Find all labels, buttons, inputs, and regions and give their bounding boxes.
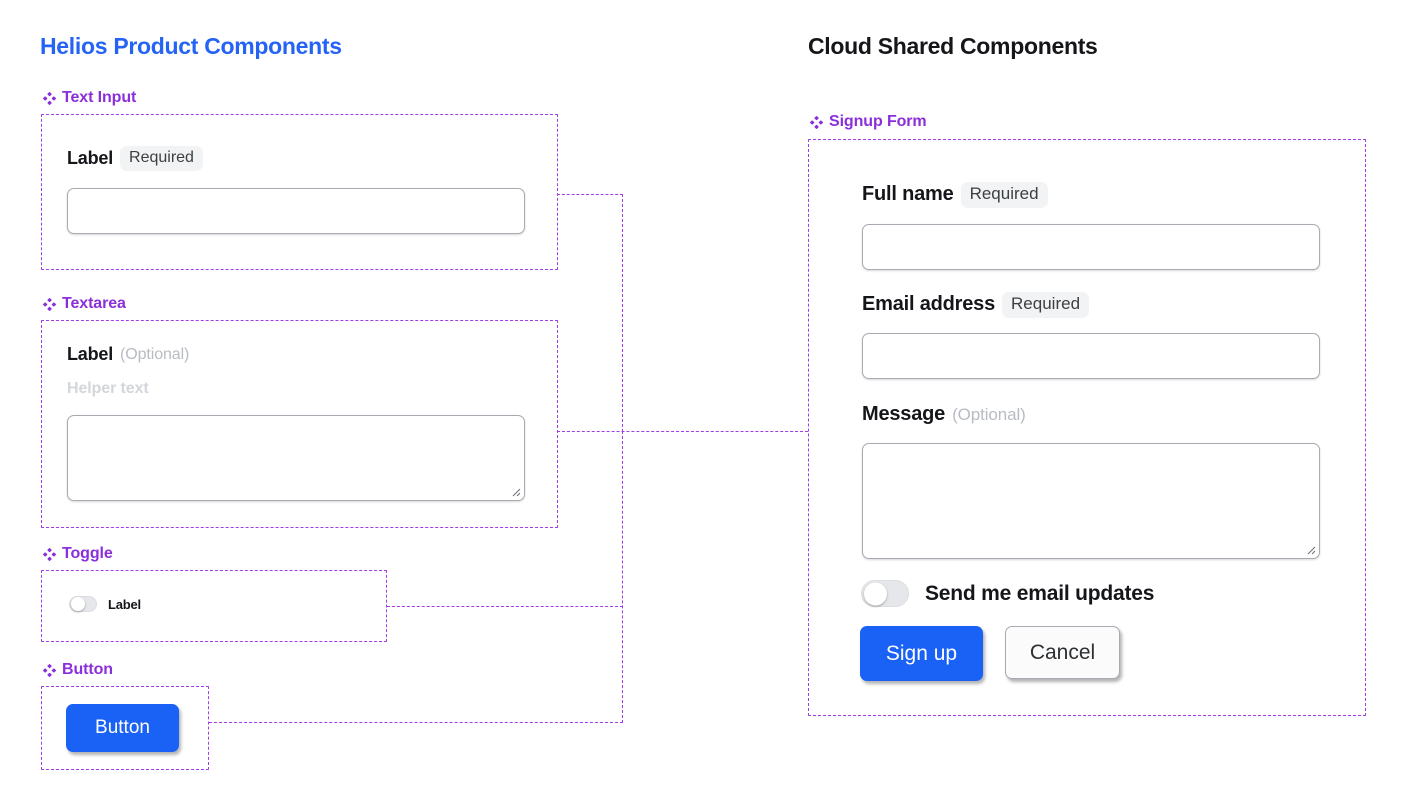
frame-label-text-input[interactable]: Text Input (43, 89, 136, 107)
frame-label-text: Text Input (62, 89, 137, 106)
message-optional-badge: (Optional) (952, 404, 1026, 424)
resize-grip-icon[interactable] (1304, 543, 1316, 555)
frame-label-text: Toggle (62, 545, 113, 562)
component-diamond-icon (43, 547, 56, 561)
connector-trunk-lower-vertical (622, 431, 623, 723)
toggle-label: Label (108, 596, 141, 612)
demo-button[interactable]: Button (66, 704, 179, 752)
full-name-label-row: Full name Required (862, 182, 1048, 208)
component-diamond-icon (43, 663, 56, 677)
frame-label-toggle[interactable]: Toggle (43, 545, 113, 563)
connector-trunk-upper-vertical (622, 194, 623, 432)
frame-label-signup-form[interactable]: Signup Form (810, 113, 927, 131)
page-title-left: Helios Product Components (40, 33, 342, 59)
text-input-required-badge: Required (120, 146, 203, 171)
email-label: Email address (862, 293, 996, 316)
message-textarea[interactable] (862, 443, 1320, 559)
message-label: Message (862, 403, 946, 425)
component-diamond-icon (43, 91, 56, 105)
frame-toggle (41, 570, 387, 642)
frame-textarea (41, 320, 558, 528)
text-input-label-row: Label Required (67, 146, 203, 171)
email-required-badge: Required (1002, 292, 1090, 318)
email-updates-label: Send me email updates (925, 581, 1155, 605)
connector-toggle-horizontal (387, 606, 623, 607)
textarea-optional-badge: (Optional) (120, 345, 190, 363)
sign-up-button[interactable]: Sign up (860, 626, 983, 681)
toggle-knob (864, 582, 887, 605)
page-title-right: Cloud Shared Components (808, 33, 1098, 59)
toggle-switch[interactable] (69, 596, 97, 612)
full-name-label: Full name (862, 183, 954, 206)
email-label-row: Email address Required (862, 292, 1090, 318)
frame-text-input (41, 114, 558, 270)
resize-grip-icon[interactable] (509, 485, 521, 497)
frame-label-text: Signup Form (829, 113, 927, 130)
text-input-label: Label (67, 147, 114, 168)
connector-text-input-horizontal (557, 194, 623, 195)
email-updates-toggle[interactable] (861, 580, 909, 607)
textarea-label: Label (67, 344, 114, 364)
email-input[interactable] (862, 333, 1320, 379)
toggle-knob (71, 597, 85, 611)
frame-signup-form (808, 139, 1366, 716)
toggle-row[interactable]: Label (69, 596, 141, 612)
component-diamond-icon (43, 297, 56, 311)
full-name-input[interactable] (862, 224, 1320, 270)
full-name-required-badge: Required (960, 182, 1048, 208)
cancel-button[interactable]: Cancel (1005, 626, 1120, 679)
textarea-helper-text: Helper text (67, 380, 149, 397)
frame-label-text: Textarea (62, 295, 126, 312)
frame-label-textarea[interactable]: Textarea (43, 295, 126, 313)
component-diamond-icon (810, 115, 823, 129)
textarea-label-row: Label (Optional) (67, 344, 189, 365)
connector-button-horizontal (209, 722, 623, 723)
frame-label-button[interactable]: Button (43, 661, 113, 679)
frame-label-text: Button (62, 661, 113, 678)
textarea-field[interactable] (67, 415, 525, 501)
message-label-row: Message (Optional) (862, 403, 1026, 426)
connector-textarea-horizontal (557, 431, 808, 432)
text-input-field[interactable] (67, 188, 525, 234)
frame-button (41, 686, 209, 770)
email-updates-toggle-row[interactable]: Send me email updates (861, 580, 1154, 607)
